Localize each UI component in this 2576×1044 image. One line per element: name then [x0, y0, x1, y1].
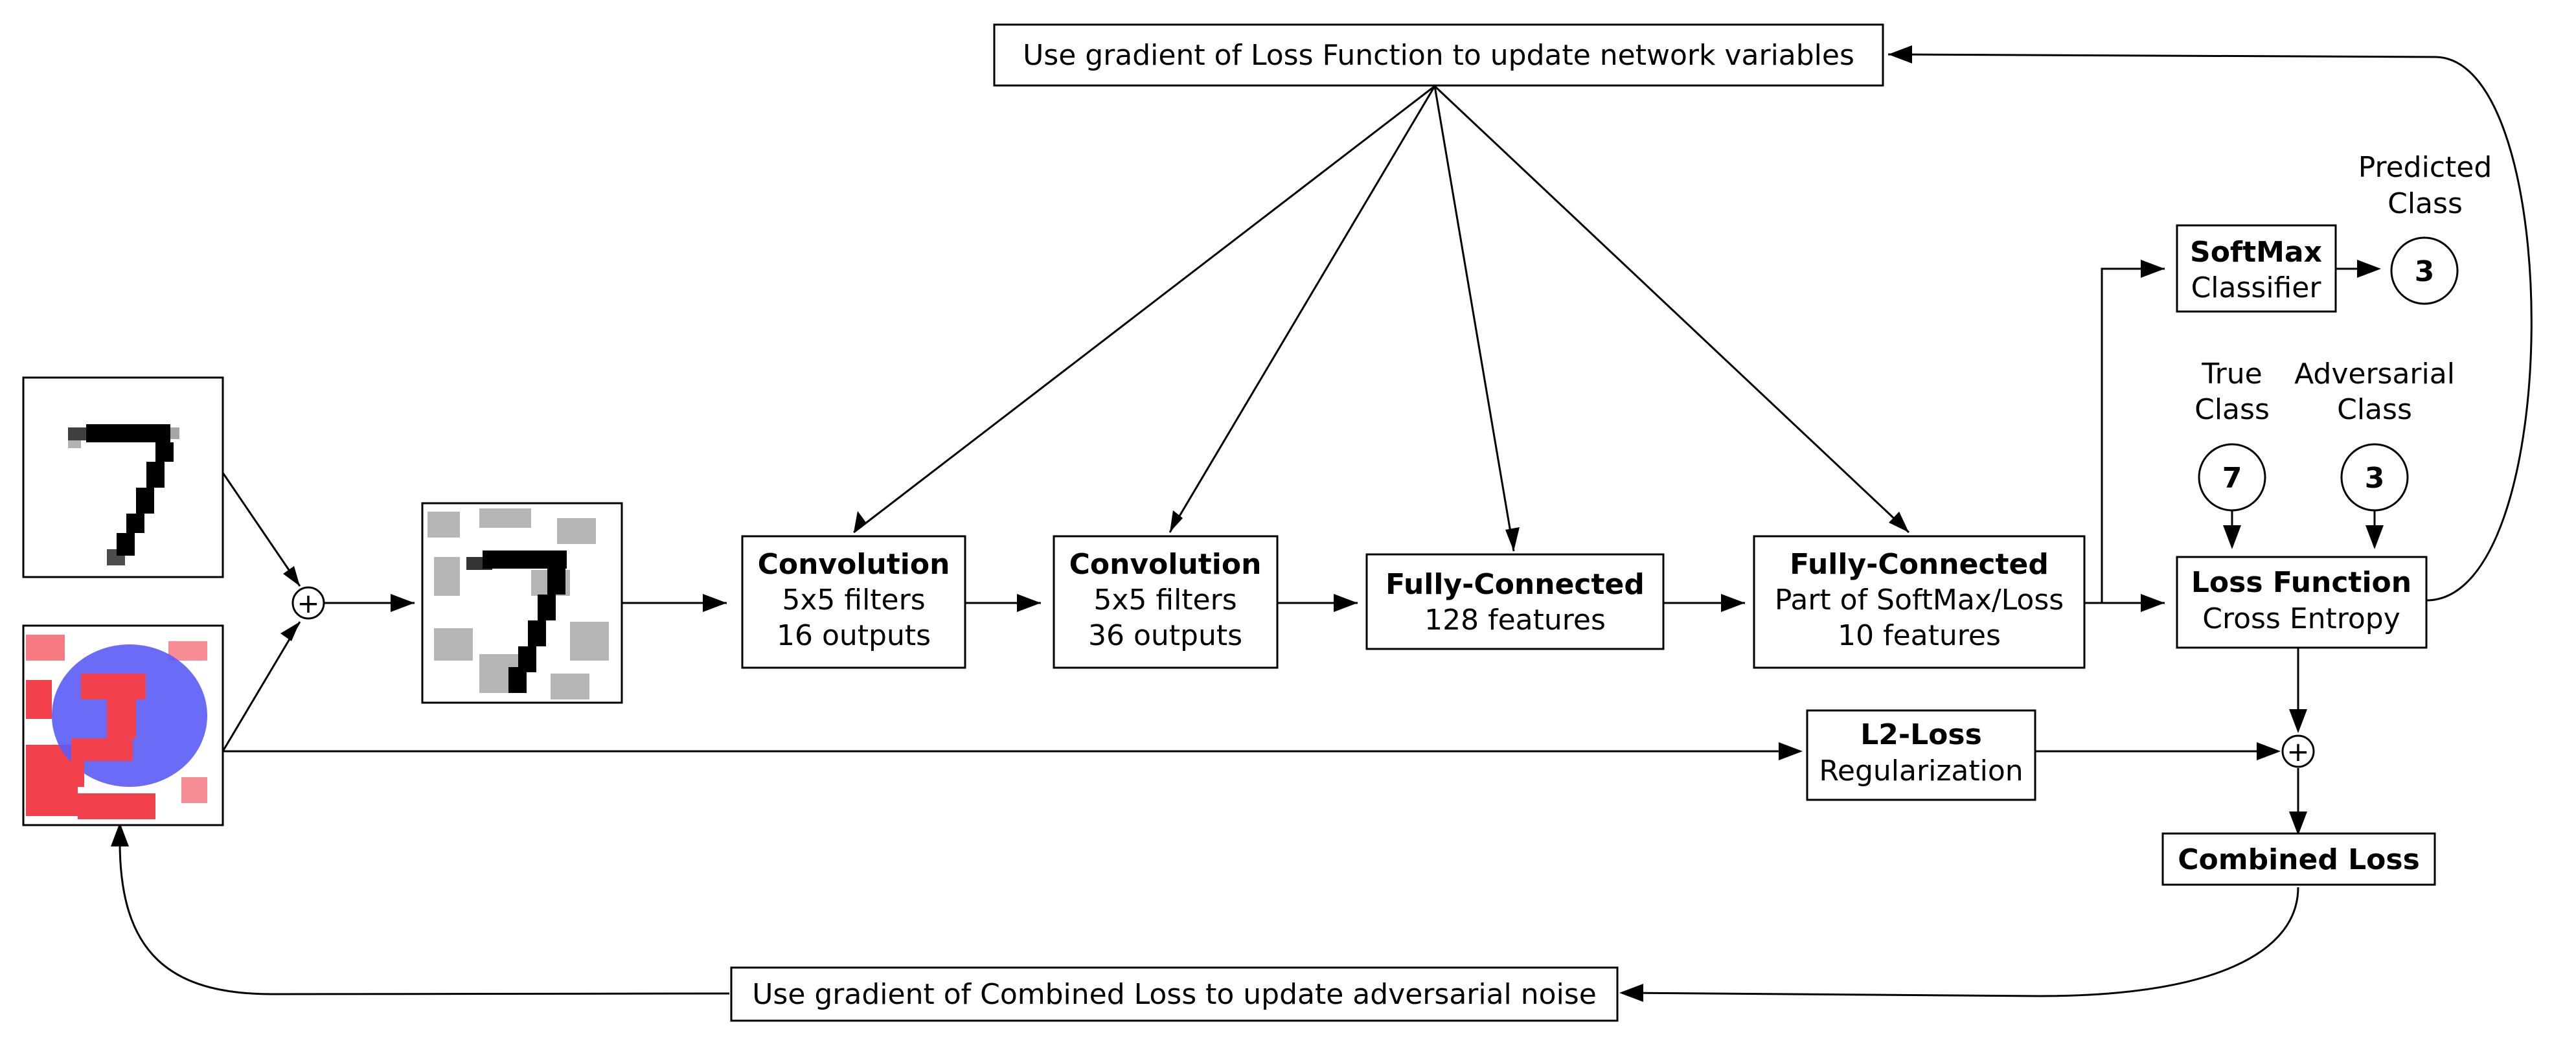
- update-adversarial-noise-box: Use gradient of Combined Loss to update …: [730, 966, 1619, 1022]
- softmax-title: SoftMax: [2190, 236, 2322, 269]
- fc2-subtitle: Part of SoftMax/Loss: [1775, 584, 2064, 617]
- edge-update-to-conv2: [1168, 85, 1436, 533]
- edge-update-to-fc2: [1433, 85, 1910, 534]
- fully-connected-layer-1: Fully-Connected 128 features: [1365, 553, 1665, 650]
- fc2-title: Fully-Connected: [1790, 548, 2049, 581]
- adversarial-class-label-1: Adversarial: [2294, 357, 2455, 391]
- plus-node-input: +: [291, 586, 325, 620]
- arrowhead: [703, 594, 727, 612]
- true-class-value: 7: [2222, 462, 2242, 495]
- convolution-layer-1: Convolution 5x5 filters 16 outputs: [741, 535, 966, 669]
- arrowhead: [2257, 742, 2281, 760]
- noisy-input-image: [421, 502, 623, 704]
- arrowhead: [2141, 260, 2165, 278]
- edge-image-to-plus: [222, 472, 301, 587]
- arrowhead: [111, 823, 129, 846]
- fc2-features: 10 features: [1838, 619, 2001, 652]
- true-class-label-1: True: [2201, 357, 2262, 391]
- conv2-outputs: 36 outputs: [1088, 619, 1242, 652]
- arrowhead: [2141, 594, 2165, 612]
- arrowhead: [283, 566, 300, 586]
- predicted-class: Predicted Class 3: [2358, 151, 2492, 305]
- edge-fc2-to-softmax: [2101, 267, 2165, 603]
- true-class-label-2: Class: [2194, 393, 2270, 426]
- arrowhead: [1505, 527, 1520, 551]
- arrowhead: [1170, 510, 1183, 532]
- arrowhead: [2365, 525, 2384, 549]
- plus-symbol: +: [2286, 736, 2309, 767]
- loss-function: Loss Function Cross Entropy: [2176, 556, 2428, 649]
- adversarial-class-value: 3: [2365, 462, 2385, 495]
- arrowhead: [1888, 45, 1912, 63]
- update-network-variables-box: Use gradient of Loss Function to update …: [993, 23, 1884, 87]
- arrowhead: [1017, 594, 1041, 612]
- conv1-outputs: 16 outputs: [777, 619, 931, 652]
- loss-subtitle: Cross Entropy: [2202, 602, 2400, 635]
- convolution-layer-2: Convolution 5x5 filters 36 outputs: [1053, 535, 1279, 669]
- arrowhead: [1619, 984, 1643, 1002]
- arrowhead: [2289, 709, 2307, 733]
- arrowhead: [280, 622, 300, 641]
- true-class: True Class 7: [2194, 357, 2270, 512]
- plus-node-combined: +: [2281, 734, 2315, 768]
- adversarial-class-label-2: Class: [2337, 393, 2412, 426]
- adversarial-noise-image: [22, 624, 224, 826]
- arrowhead: [2357, 260, 2381, 278]
- conv2-title: Convolution: [1069, 548, 1262, 581]
- l2-subtitle: Regularization: [1819, 755, 2023, 788]
- predicted-class-label-2: Class: [2388, 187, 2463, 220]
- softmax-subtitle: Classifier: [2191, 271, 2322, 304]
- adversarial-class: Adversarial Class 3: [2294, 357, 2455, 512]
- l2-loss: L2-Loss Regularization: [1806, 709, 2036, 801]
- edge-noise-to-plus: [222, 621, 301, 752]
- edge-bottom-update-to-noise: [119, 841, 730, 995]
- plus-symbol: +: [297, 587, 319, 619]
- combined-loss-title: Combined Loss: [2178, 843, 2420, 876]
- input-image-seven: [22, 376, 224, 578]
- predicted-class-label-1: Predicted: [2358, 151, 2492, 184]
- arrowhead: [2223, 525, 2241, 549]
- arrowhead: [854, 511, 867, 532]
- arrowhead: [1889, 512, 1909, 532]
- softmax-classifier: SoftMax Classifier: [2176, 224, 2337, 313]
- arrowheads: [111, 45, 2384, 1002]
- edge-update-to-fc1: [1433, 85, 1515, 552]
- edge-combined-to-bottom-update: [1628, 887, 2299, 997]
- edge-loss-to-update: [1887, 53, 2533, 602]
- update-network-variables-label: Use gradient of Loss Function to update …: [1023, 39, 1854, 72]
- arrowhead: [1334, 594, 1358, 612]
- conv2-filters: 5x5 filters: [1093, 584, 1237, 617]
- combined-loss: Combined Loss: [2161, 832, 2436, 886]
- fully-connected-layer-2: Fully-Connected Part of SoftMax/Loss 10 …: [1753, 535, 2086, 669]
- predicted-class-value: 3: [2415, 255, 2435, 288]
- arrowhead: [1721, 594, 1745, 612]
- arrowhead: [391, 594, 415, 612]
- arrowhead: [2289, 811, 2307, 835]
- edge-update-to-conv1: [853, 85, 1435, 534]
- fc1-title: Fully-Connected: [1385, 568, 1645, 601]
- loss-title: Loss Function: [2191, 566, 2411, 599]
- conv1-title: Convolution: [758, 548, 950, 581]
- fc1-features: 128 features: [1424, 604, 1606, 637]
- update-adversarial-noise-label: Use gradient of Combined Loss to update …: [752, 978, 1597, 1011]
- arrowhead: [1779, 742, 1803, 760]
- l2-title: L2-Loss: [1860, 718, 1982, 751]
- conv1-filters: 5x5 filters: [782, 584, 925, 617]
